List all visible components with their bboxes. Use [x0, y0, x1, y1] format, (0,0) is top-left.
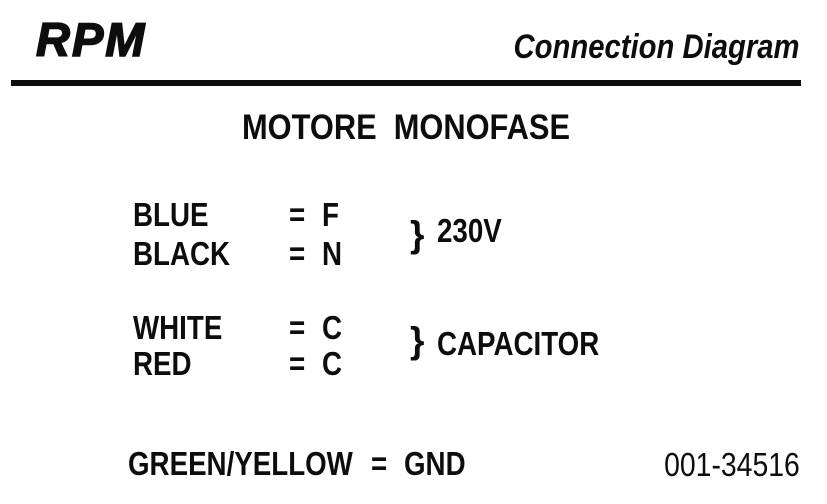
- wire-color-label: BLUE: [133, 196, 209, 233]
- terminal-label: N: [322, 235, 343, 272]
- wire-color-label: RED: [133, 345, 192, 382]
- terminal-label: GND: [404, 445, 466, 482]
- equals-sign: =: [289, 196, 306, 233]
- group-brace-icon: }: [410, 214, 425, 255]
- terminal-label: C: [322, 345, 343, 382]
- group-label-230v: 230V: [437, 212, 502, 249]
- header-divider: [11, 80, 801, 86]
- wire-color-label: WHITE: [133, 309, 223, 346]
- terminal-label: C: [322, 309, 343, 346]
- equals-sign: =: [289, 309, 306, 346]
- equals-sign: =: [289, 345, 306, 382]
- rpm-logo: RPM: [35, 13, 147, 66]
- wire-color-label: BLACK: [133, 235, 231, 272]
- group-label-capacitor: CAPACITOR: [437, 325, 600, 362]
- terminal-label: F: [322, 196, 339, 233]
- document-title: Connection Diagram: [513, 28, 799, 66]
- part-number: 001-34516: [664, 446, 800, 483]
- equals-sign: =: [289, 235, 306, 272]
- group-brace-icon: }: [410, 320, 425, 361]
- wire-color-label: GREEN/YELLOW: [128, 445, 353, 482]
- diagram-title: MOTORE MONOFASE: [242, 108, 570, 147]
- equals-sign: =: [371, 445, 388, 482]
